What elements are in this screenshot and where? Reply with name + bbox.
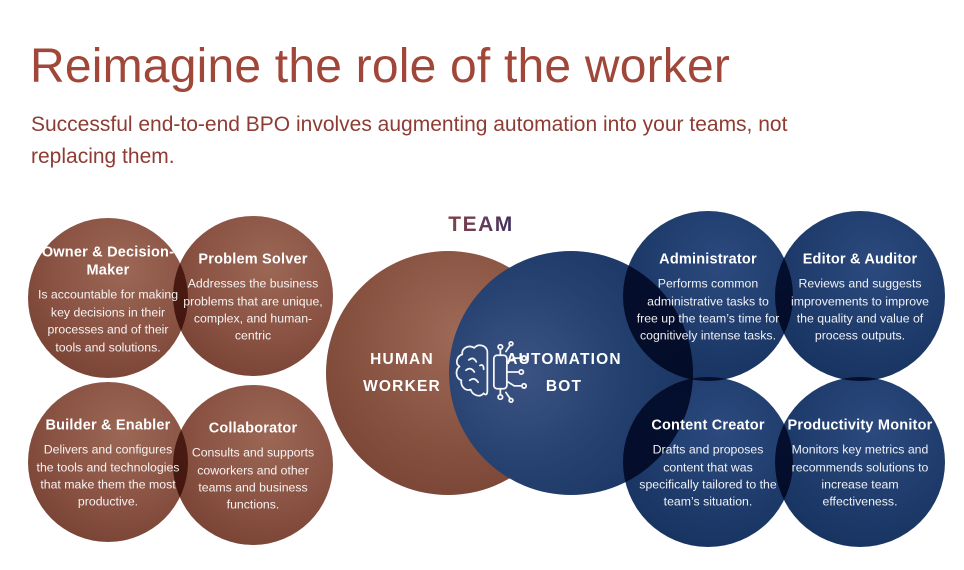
role-content-creator: Content Creator Drafts and proposes cont…	[635, 417, 781, 512]
role-desc: Monitors key metrics and recommends solu…	[791, 442, 929, 510]
problem-solver-circle	[173, 216, 333, 376]
role-owner-decision-maker: Owner & Decision-Maker Is accountable fo…	[35, 243, 181, 356]
brain-circuit-icon	[453, 335, 531, 409]
role-desc: Drafts and proposes content that was spe…	[639, 442, 777, 510]
editor-auditor-circle	[775, 211, 945, 381]
role-desc: Is accountable for making key decisions …	[37, 287, 179, 355]
content-creator-circle	[623, 377, 793, 547]
collaborator-circle	[173, 385, 333, 545]
role-editor-auditor: Editor & Auditor Reviews and suggests im…	[787, 251, 933, 346]
role-title: Builder & Enabler	[45, 417, 171, 434]
role-title: Editor & Auditor	[802, 251, 918, 268]
role-desc: Addresses the business problems that are…	[183, 276, 323, 344]
role-title: Owner & Decision-Maker	[41, 244, 175, 279]
role-title: Productivity Monitor	[787, 417, 933, 434]
role-collaborator: Collaborator Consults and supports cowor…	[180, 420, 326, 515]
role-title: Problem Solver	[198, 251, 308, 268]
automation-bot-label: AUTOMATION BOT	[506, 350, 622, 395]
role-problem-solver: Problem Solver Addresses the business pr…	[180, 251, 326, 346]
role-title: Collaborator	[208, 420, 298, 437]
role-administrator: Administrator Performs common administra…	[635, 251, 781, 346]
productivity-monitor-circle	[775, 377, 945, 547]
team-label: TEAM	[430, 213, 532, 237]
role-desc: Delivers and configures the tools and te…	[36, 442, 180, 510]
human-worker-label: HUMAN WORKER	[363, 350, 441, 395]
role-productivity-monitor: Productivity Monitor Monitors key metric…	[787, 417, 933, 512]
builder-enabler-circle	[28, 382, 188, 542]
administrator-circle	[623, 211, 793, 381]
role-desc: Performs common administrative tasks to …	[636, 276, 780, 344]
role-builder-enabler: Builder & Enabler Delivers and configure…	[35, 417, 181, 512]
owner-decision-maker-circle	[28, 218, 188, 378]
role-desc: Reviews and suggests improvements to imp…	[790, 276, 930, 344]
role-desc: Consults and supports coworkers and othe…	[191, 445, 315, 513]
page-title: Reimagine the role of the worker	[30, 40, 731, 94]
role-title: Content Creator	[651, 417, 765, 434]
role-title: Administrator	[659, 251, 757, 268]
page-subtitle: Successful end-to-end BPO involves augme…	[31, 113, 788, 168]
